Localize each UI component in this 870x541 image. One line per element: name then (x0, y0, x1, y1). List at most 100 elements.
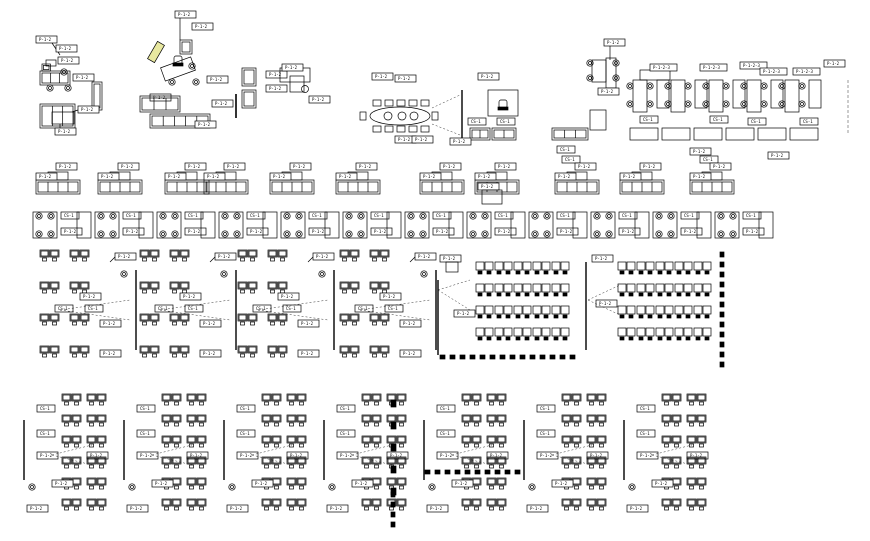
label-tag-text: CS-1 (500, 119, 510, 124)
chair-center (409, 232, 413, 236)
desk-outline (655, 327, 665, 337)
chair-round (626, 82, 634, 90)
label-tag: CS-1 (184, 211, 204, 220)
desk-outline (149, 281, 160, 290)
desk-outline (693, 327, 703, 337)
workstation-block (280, 211, 306, 239)
desk-outline (571, 456, 582, 465)
chair-dark (505, 336, 511, 341)
desk-outline (503, 261, 513, 271)
chair-outline (72, 289, 77, 294)
desk-outline (561, 498, 572, 507)
label-tag-box (114, 252, 137, 261)
chair-outline (142, 257, 147, 262)
label-tag-text: P-1-2 (58, 129, 71, 134)
label-tag-text: CS-1 (560, 147, 570, 152)
chair-outline (699, 422, 704, 427)
desk-inner (248, 346, 257, 353)
chair-dark (543, 270, 549, 275)
desk-inner (572, 394, 581, 401)
chair-outline (52, 353, 57, 358)
chair-center (666, 102, 670, 106)
storage-unit (386, 211, 402, 239)
desk-outline (541, 283, 551, 293)
label-tag-text: CS-1 (374, 213, 384, 218)
chair-dark (704, 292, 710, 297)
wall-column (529, 354, 536, 360)
chair-center (607, 232, 611, 236)
desk-inner (80, 314, 89, 321)
desk-outline (461, 393, 472, 402)
chair-dark (685, 270, 691, 275)
leader-line (307, 256, 314, 263)
label-tag-box (336, 429, 356, 438)
desk-outline (369, 313, 380, 322)
label-tag: CS-1 (436, 429, 456, 438)
chair-dark (676, 292, 682, 297)
chair-outline (342, 321, 347, 326)
desk-outline (494, 305, 504, 315)
label-tag: P-1-2 (203, 172, 226, 181)
label-tag-box (55, 162, 78, 171)
chair-outline (280, 353, 285, 358)
label-tag: CS-1 (699, 155, 719, 164)
desk-inner (597, 457, 606, 464)
label-tag-box (265, 70, 288, 79)
desk-inner (287, 499, 296, 506)
label-tag-text: CS-1 (540, 431, 550, 436)
desk-inner (387, 478, 396, 485)
desk-outline (513, 261, 523, 271)
chair-round (469, 212, 477, 220)
desk-inner (262, 436, 271, 443)
label-tag-box (199, 349, 222, 358)
desk-outline (149, 345, 160, 354)
storage-unit (634, 211, 650, 239)
desk-inner (572, 436, 581, 443)
desk-outline (277, 249, 288, 258)
chair-outline (152, 321, 157, 326)
chair-center (704, 102, 708, 106)
dashed-guide (151, 444, 193, 456)
chair-dark (685, 292, 691, 297)
desk-outline (267, 281, 278, 290)
chair-round (778, 82, 786, 90)
wall-column (539, 354, 546, 360)
desk-inner (350, 314, 359, 321)
label-tag-text: P-1-2 (498, 164, 511, 169)
chair-outline (42, 353, 47, 358)
desk-outline (522, 283, 532, 293)
desk-outline (586, 456, 597, 465)
desk-inner (262, 394, 271, 401)
label-tag: P-1-2 (174, 10, 197, 19)
label-tag-box (494, 227, 517, 236)
desk-outline (86, 414, 97, 423)
chair-center (285, 232, 289, 236)
desk-inner (672, 394, 681, 401)
desk-outline (161, 456, 172, 465)
desk-inner (97, 436, 106, 443)
desk-inner (462, 415, 471, 422)
desk-inner (162, 436, 171, 443)
desk-inner (662, 457, 671, 464)
label-tag: P-1-2 (336, 451, 359, 460)
label-tag: P-1-2 (439, 254, 462, 263)
label-tag-text: P-1-2 (555, 481, 568, 486)
label-tag-box (77, 105, 100, 114)
desk-inner (72, 436, 81, 443)
chair-center (37, 232, 41, 236)
chair-round (655, 212, 663, 220)
label-tag: P-1-2 (191, 22, 214, 31)
chair-round (64, 84, 72, 92)
label-tag: P-1-2 (335, 172, 358, 181)
desk-outline (171, 435, 182, 444)
wall-column (549, 354, 556, 360)
workstation-block (528, 211, 554, 239)
label-tag: CS-1 (747, 117, 767, 126)
label-tag-text: P-1-2 (121, 164, 134, 169)
chair-outline (82, 353, 87, 358)
chair-outline (250, 257, 255, 262)
label-tag-box (51, 479, 74, 488)
chair-outline (499, 401, 504, 406)
chair-round (684, 82, 692, 90)
chair-outline (699, 506, 704, 511)
